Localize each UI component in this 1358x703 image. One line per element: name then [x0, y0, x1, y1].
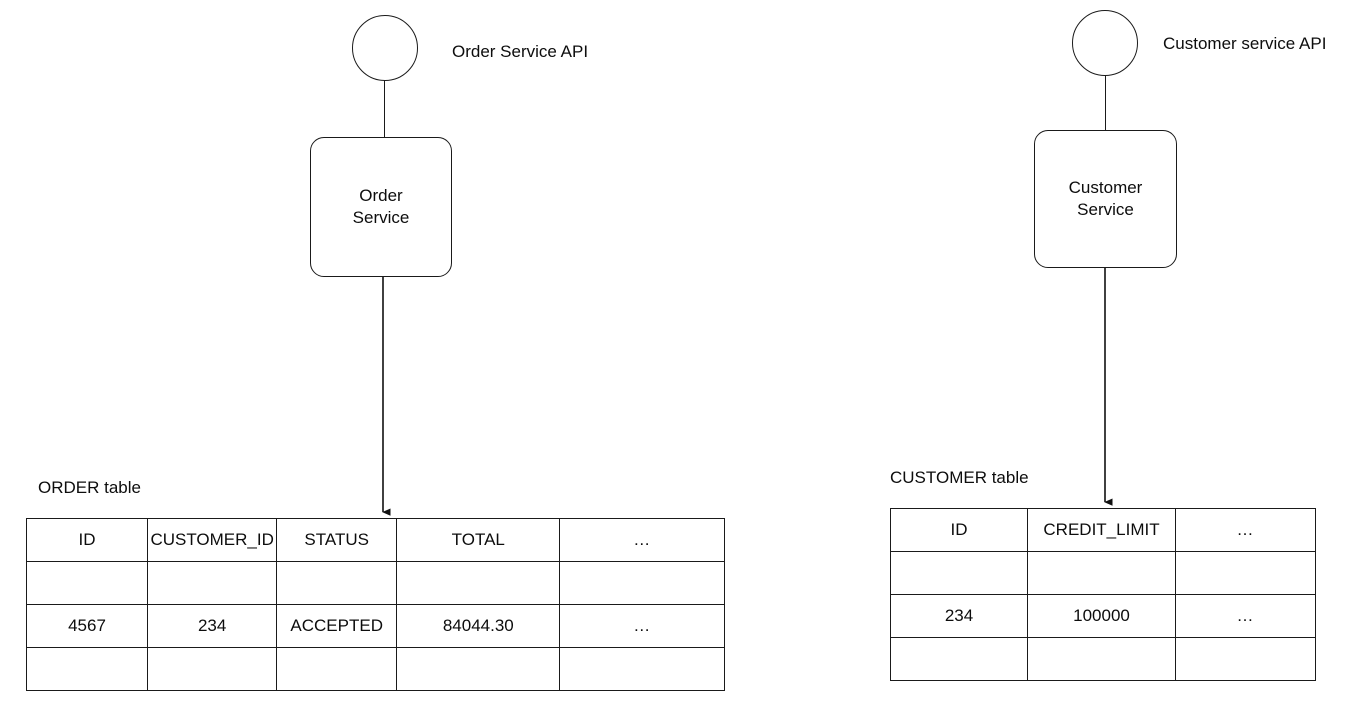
order-service-box[interactable]: Order Service: [310, 137, 452, 277]
table-row: [890, 637, 1316, 681]
column-header: ID: [25, 518, 149, 562]
table-cell: [890, 551, 1028, 595]
table-cell: [276, 647, 398, 691]
table-cell: [559, 647, 725, 691]
table-row: [25, 561, 725, 605]
table-cell: 100000: [1027, 594, 1176, 638]
table-cell: [1175, 551, 1316, 595]
table-row: 234 100000 …: [890, 594, 1316, 638]
customer-service-box[interactable]: Customer Service: [1034, 130, 1177, 268]
order-table-caption: ORDER table: [38, 478, 141, 497]
table-cell: 84044.30: [396, 604, 561, 648]
table-cell: [396, 561, 561, 605]
lollipop-stem: [384, 80, 385, 138]
table-cell: 234: [147, 604, 278, 648]
table-header-row: ID CREDIT_LIMIT …: [890, 508, 1316, 552]
table-cell: 234: [890, 594, 1028, 638]
lollipop-interface-icon: [1072, 10, 1138, 76]
lollipop-interface-icon: [352, 15, 418, 81]
table-cell: [559, 561, 725, 605]
table-row: 4567 234 ACCEPTED 84044.30 …: [25, 604, 725, 648]
table-row: [890, 551, 1316, 595]
table-cell: [25, 561, 149, 605]
table-cell: [276, 561, 398, 605]
lollipop-stem: [1105, 75, 1106, 131]
column-header: CREDIT_LIMIT: [1027, 508, 1176, 552]
table-cell: [147, 647, 278, 691]
customer-table-caption: CUSTOMER table: [890, 468, 1029, 487]
table-cell: [1027, 551, 1176, 595]
order-table: ID CUSTOMER_ID STATUS TOTAL … 4567 234 A…: [25, 518, 725, 691]
column-header: …: [559, 518, 725, 562]
customer-service-api-label: Customer service API: [1163, 34, 1327, 53]
table-cell: [25, 647, 149, 691]
table-cell: [890, 637, 1028, 681]
table-cell: ACCEPTED: [276, 604, 398, 648]
table-cell: [1175, 637, 1316, 681]
column-header: ID: [890, 508, 1028, 552]
order-service-api-label: Order Service API: [452, 42, 589, 61]
table-cell: 4567: [25, 604, 149, 648]
table-cell: [1027, 637, 1176, 681]
table-cell: …: [1175, 594, 1316, 638]
column-header: STATUS: [276, 518, 398, 562]
column-header: …: [1175, 508, 1316, 552]
table-cell: [147, 561, 278, 605]
table-cell: [396, 647, 561, 691]
table-row: [25, 647, 725, 691]
column-header: TOTAL: [396, 518, 561, 562]
column-header: CUSTOMER_ID: [147, 518, 278, 562]
customer-table: ID CREDIT_LIMIT … 234 100000 …: [890, 508, 1316, 681]
table-cell: …: [559, 604, 725, 648]
table-header-row: ID CUSTOMER_ID STATUS TOTAL …: [25, 518, 725, 562]
